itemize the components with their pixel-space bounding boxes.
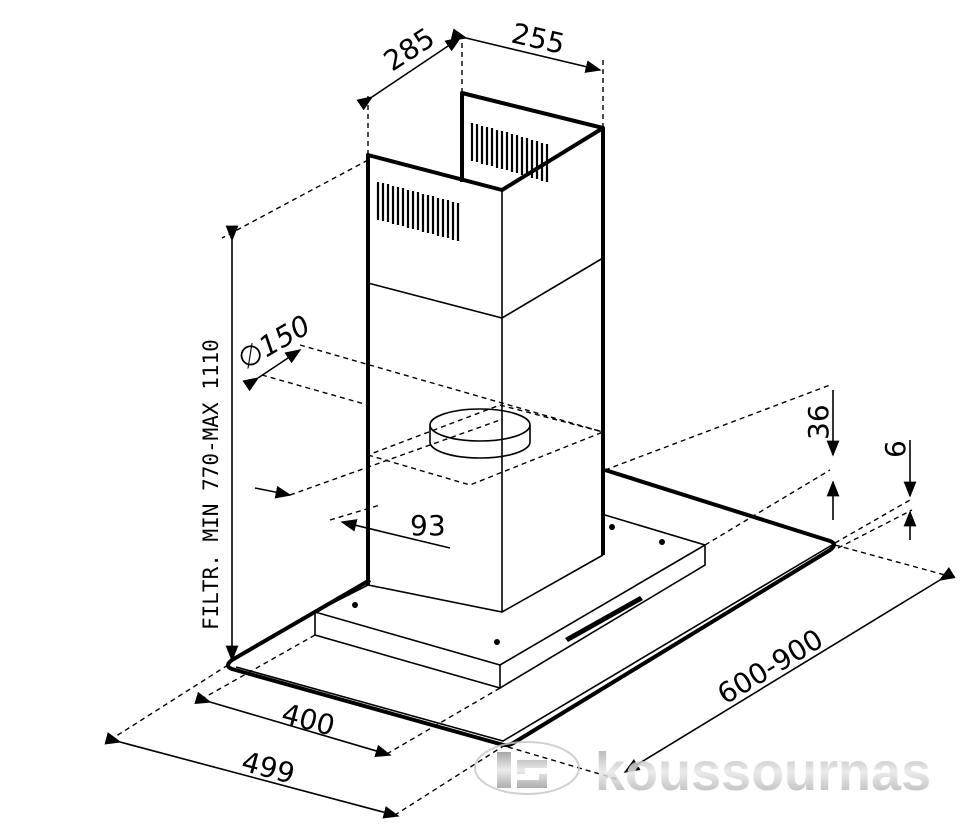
- dim-duct-offset: 93: [410, 509, 446, 542]
- dim-width-top: 255: [508, 17, 568, 61]
- dim-duct-diameter: ∅150: [232, 309, 316, 377]
- chimney: [366, 91, 605, 613]
- control-panel: [565, 596, 643, 642]
- screw-icon: [352, 602, 358, 608]
- dim-width-range: 600-900: [712, 622, 829, 711]
- screw-icon: [609, 524, 615, 530]
- screw-icon: [659, 539, 665, 545]
- dim-glass-total: 36: [802, 404, 835, 440]
- dim-total-depth: 499: [238, 745, 298, 791]
- dim-box-depth: 400: [278, 697, 338, 743]
- watermark-logo: koussournas: [474, 741, 931, 802]
- dim-glass: 6: [879, 440, 912, 458]
- screw-icon: [494, 639, 500, 645]
- vent-slots-icon: [376, 123, 549, 241]
- dim-depth-top: 285: [378, 21, 441, 78]
- glass-panel: [226, 468, 836, 748]
- dim-height-range: FILTR. MIN 770-MAX 1110: [199, 339, 223, 630]
- watermark-brand: koussournas: [595, 742, 931, 802]
- duct-outlet: [261, 344, 606, 521]
- dimension-lines: [104, 28, 956, 819]
